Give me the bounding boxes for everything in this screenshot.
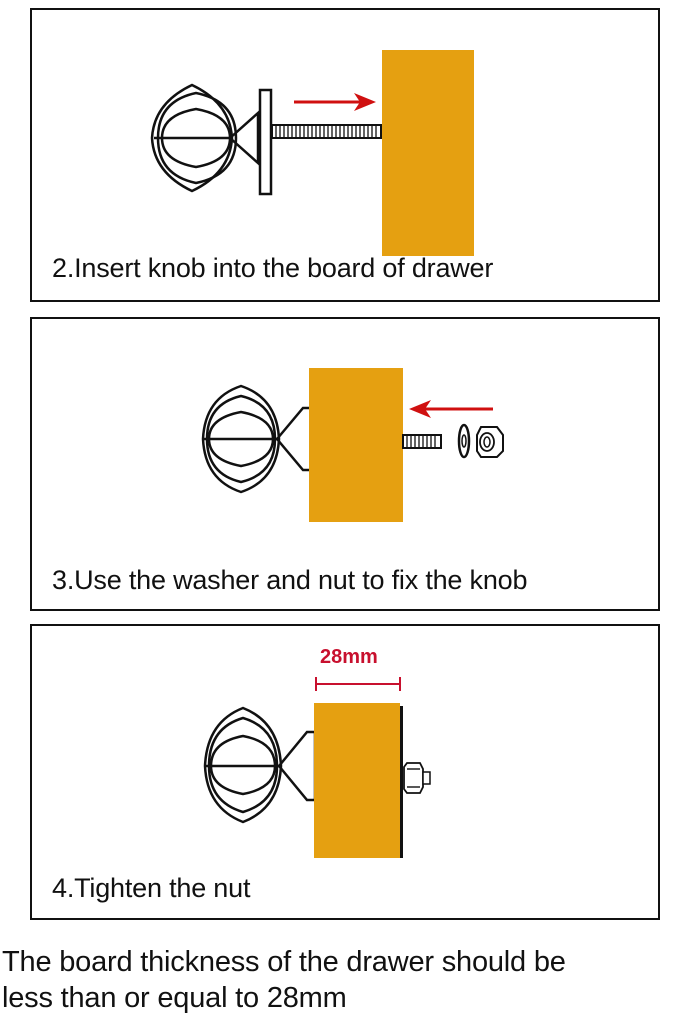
step-2-panel: 2.Insert knob into the board of drawer: [30, 8, 660, 302]
step-3-panel: 3.Use the washer and nut to fix the knob: [30, 317, 660, 611]
dimension-label: 28mm: [320, 646, 378, 668]
knob-icon: [201, 384, 315, 494]
tightened-nut-icon: [403, 762, 431, 794]
knob-base-plate: [258, 88, 273, 196]
board-thickness-note-line-2: less than or equal to 28mm: [2, 982, 347, 1014]
arrow-right-icon: [294, 93, 376, 111]
step-2-label: 2.Insert knob into the board of drawer: [52, 253, 494, 283]
drawer-board: [314, 703, 400, 858]
step-4-panel: 28mm 4.Tighten the nut: [30, 624, 660, 920]
board-thickness-note-line-1: The board thickness of the drawer should…: [2, 946, 566, 978]
board-edge-line: [400, 706, 403, 858]
threaded-screw-end: [402, 434, 442, 449]
nut-icon: [476, 426, 504, 458]
dimension-line: [315, 677, 401, 691]
step-4-label: 4.Tighten the nut: [52, 873, 251, 903]
knob-icon: [203, 706, 317, 824]
threaded-screw: [271, 124, 382, 139]
knob-icon: [150, 83, 260, 193]
washer-icon: [457, 423, 471, 459]
step-3-label: 3.Use the washer and nut to fix the knob: [52, 565, 528, 595]
drawer-board: [382, 50, 474, 256]
arrow-left-icon: [409, 400, 493, 418]
drawer-board: [309, 368, 403, 522]
